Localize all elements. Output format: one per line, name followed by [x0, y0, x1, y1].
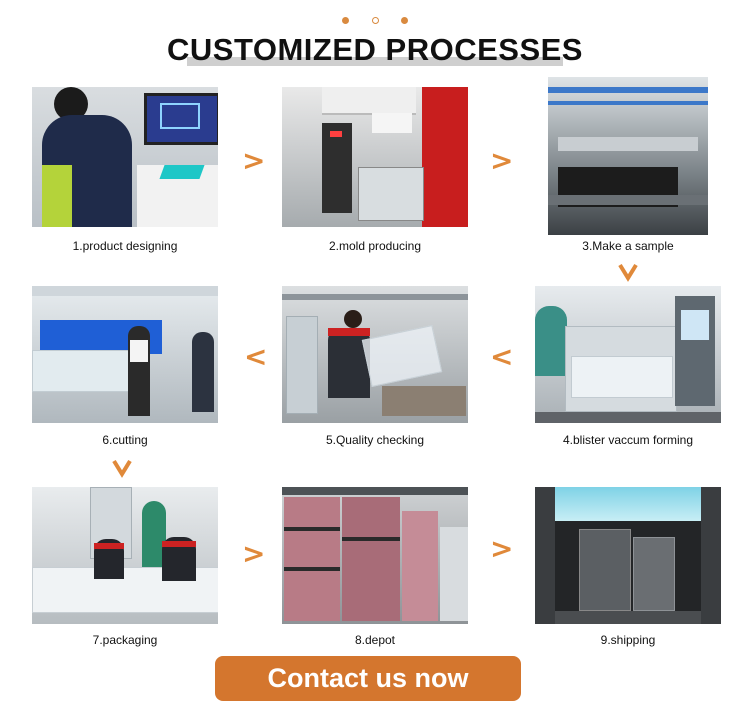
arrow-right-icon: > [242, 144, 266, 177]
arrow-left-icon: < [490, 340, 514, 373]
dot-ring-icon [371, 17, 379, 25]
dot-icon [342, 17, 350, 25]
title-area: CUSTOMIZED PROCESSES [0, 30, 750, 70]
arrow-down-icon [112, 459, 132, 478]
step-caption: 5.Quality checking [325, 433, 425, 447]
step-caption: 2.mold producing [328, 239, 422, 253]
decorative-dots [0, 12, 750, 30]
step-make-sample: 3.Make a sample [548, 77, 734, 253]
arrow-right-icon: > [242, 537, 266, 570]
step-depot: 8.depot [282, 487, 468, 647]
step-photo [548, 77, 708, 235]
step-quality-checking: 5.Quality checking [282, 286, 468, 447]
step-blister-vaccum-forming: 4.blister vaccum forming [535, 286, 721, 447]
step-caption: 1.product designing [72, 239, 178, 253]
step-photo [282, 286, 468, 423]
page-title-text: CUSTOMIZED PROCESSES [167, 32, 583, 67]
arrow-right-icon: > [490, 144, 514, 177]
step-cutting: 6.cutting [32, 286, 218, 447]
step-caption: 7.packaging [92, 633, 158, 647]
step-photo [32, 487, 218, 624]
step-photo [535, 286, 721, 423]
step-caption: 9.shipping [600, 633, 656, 647]
step-photo [282, 487, 468, 624]
step-mold-producing: 2.mold producing [282, 87, 468, 253]
step-shipping: 9.shipping [535, 487, 721, 647]
step-product-designing: 1.product designing [32, 87, 218, 253]
step-caption: 6.cutting [102, 433, 148, 447]
step-photo [32, 87, 218, 227]
contact-us-button[interactable]: Contact us now [215, 656, 521, 701]
dot-icon [400, 17, 408, 25]
page-title: CUSTOMIZED PROCESSES [167, 30, 583, 70]
step-caption: 3.Make a sample [582, 239, 674, 253]
step-caption: 4.blister vaccum forming [562, 433, 694, 447]
arrow-right-icon: > [490, 532, 514, 565]
step-photo [535, 487, 721, 624]
step-photo [32, 286, 218, 423]
step-photo [282, 87, 468, 227]
arrow-down-icon [618, 263, 638, 282]
step-packaging: 7.packaging [32, 487, 218, 647]
step-caption: 8.depot [354, 633, 396, 647]
arrow-left-icon: < [244, 340, 268, 373]
